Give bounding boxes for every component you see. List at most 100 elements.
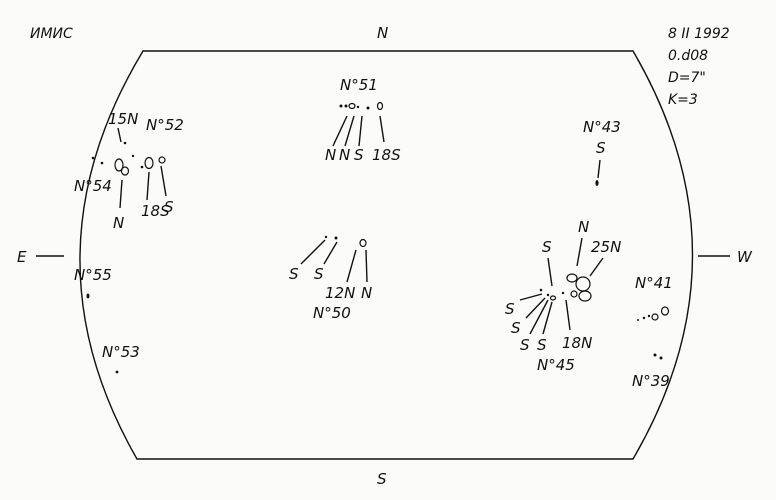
spot — [595, 180, 599, 186]
group-52-polarity: S — [164, 198, 174, 216]
group-45-polarity: S — [542, 238, 552, 256]
spot — [570, 290, 578, 298]
spot — [647, 314, 651, 318]
spot — [659, 356, 663, 360]
observation-quality: K=3 — [668, 92, 698, 108]
polarity-line — [597, 159, 601, 179]
group-43-label: N°43 — [583, 118, 621, 136]
north-label: N — [377, 24, 388, 42]
sunspot-group-39: N°39 — [632, 353, 670, 390]
polarity-line — [117, 127, 122, 143]
sunspot-group-45: S N 25N S S S S 18N N°45 — [505, 218, 621, 374]
polarity-line — [542, 301, 553, 335]
group-45-polarity: 25N — [591, 238, 621, 256]
spot — [575, 276, 591, 292]
spot — [539, 288, 543, 292]
spot — [100, 161, 104, 165]
spot — [140, 165, 144, 169]
group-51-polarity: N — [325, 146, 336, 164]
polarity-line — [119, 179, 123, 209]
group-39-label: N°39 — [632, 372, 670, 390]
group-52-polarity: 15N — [108, 110, 138, 128]
spot — [546, 293, 550, 297]
spot — [86, 293, 90, 299]
south-label: S — [377, 470, 387, 488]
sunspot-group-51: N°51 N N S 18S — [325, 76, 401, 164]
group-45-polarity: S — [511, 319, 521, 337]
spot — [561, 291, 565, 295]
group-45-polarity: 18N — [562, 334, 592, 352]
spot — [348, 102, 356, 110]
sunspot-group-52: 15N N°52 15N 18S S — [91, 110, 184, 220]
group-45-polarity: S — [505, 300, 515, 318]
spot — [144, 156, 154, 170]
polarity-line — [344, 115, 355, 147]
polarity-line — [160, 165, 167, 197]
group-50-label: N°50 — [313, 304, 351, 322]
sunspot-group-54: N°54 N — [74, 177, 124, 232]
group-41-label: N°41 — [635, 274, 673, 292]
spot — [653, 353, 657, 357]
sunspot-group-55: N°55 — [74, 266, 112, 299]
observation-date: 8 II 1992 — [668, 26, 730, 42]
group-45-polarity: N — [578, 218, 589, 236]
group-50-polarity: 12N — [325, 284, 355, 302]
group-54-polarity: N — [113, 214, 124, 232]
institution-label: ИМИС — [30, 26, 73, 42]
spot — [339, 104, 343, 108]
west-label: W — [737, 248, 753, 266]
spot — [334, 236, 338, 240]
spot — [376, 101, 384, 111]
spot — [123, 141, 127, 145]
polarity-line — [365, 249, 368, 283]
solar-disk-outline — [79, 50, 694, 460]
spot — [366, 106, 370, 110]
polarity-line — [379, 115, 385, 143]
polarity-line — [576, 237, 583, 267]
spot — [114, 158, 124, 172]
polarity-line — [323, 241, 338, 265]
group-53-label: N°53 — [102, 343, 140, 361]
group-50-polarity: S — [289, 265, 299, 283]
group-45-polarity: S — [520, 336, 530, 354]
group-43-polarity: S — [596, 139, 606, 157]
spot — [359, 238, 367, 248]
east-label: E — [17, 248, 27, 266]
spot — [566, 273, 578, 283]
spot — [356, 105, 360, 109]
observation-time: 0.d08 — [668, 48, 708, 64]
spot — [651, 313, 659, 321]
spot — [120, 166, 130, 176]
group-51-polarity: 18S — [372, 146, 401, 164]
group-52-polarity: 18S — [141, 202, 170, 220]
group-51-label: N°51 — [340, 76, 378, 94]
group-45-label: N°45 — [537, 356, 575, 374]
polarity-line — [547, 257, 553, 287]
group-50-polarity: S — [314, 265, 324, 283]
sunspot-group-41: N°41 — [635, 274, 673, 321]
sunspot-group-53: N°53 — [102, 343, 140, 374]
spot — [115, 370, 119, 374]
polarity-line — [519, 293, 543, 301]
group-51-polarity: S — [354, 146, 364, 164]
spot — [637, 319, 639, 321]
spot — [91, 156, 95, 160]
spot — [131, 154, 135, 158]
spot — [642, 316, 646, 320]
polarity-line — [146, 171, 150, 201]
polarity-line — [565, 299, 571, 331]
group-55-label: N°55 — [74, 266, 112, 284]
group-51-polarity: N — [339, 146, 350, 164]
polarity-line — [358, 115, 363, 147]
polarity-line — [589, 257, 604, 277]
group-52-label: N°52 — [146, 116, 184, 134]
group-54-label: N°54 — [74, 177, 112, 195]
sunspot-group-50: S S 12N N N°50 — [289, 235, 372, 322]
polarity-line — [525, 297, 546, 319]
polarity-line — [529, 299, 549, 335]
observation-diameter: D=7" — [668, 70, 706, 86]
spot — [578, 290, 592, 302]
group-50-polarity: N — [361, 284, 372, 302]
spot — [344, 104, 348, 108]
